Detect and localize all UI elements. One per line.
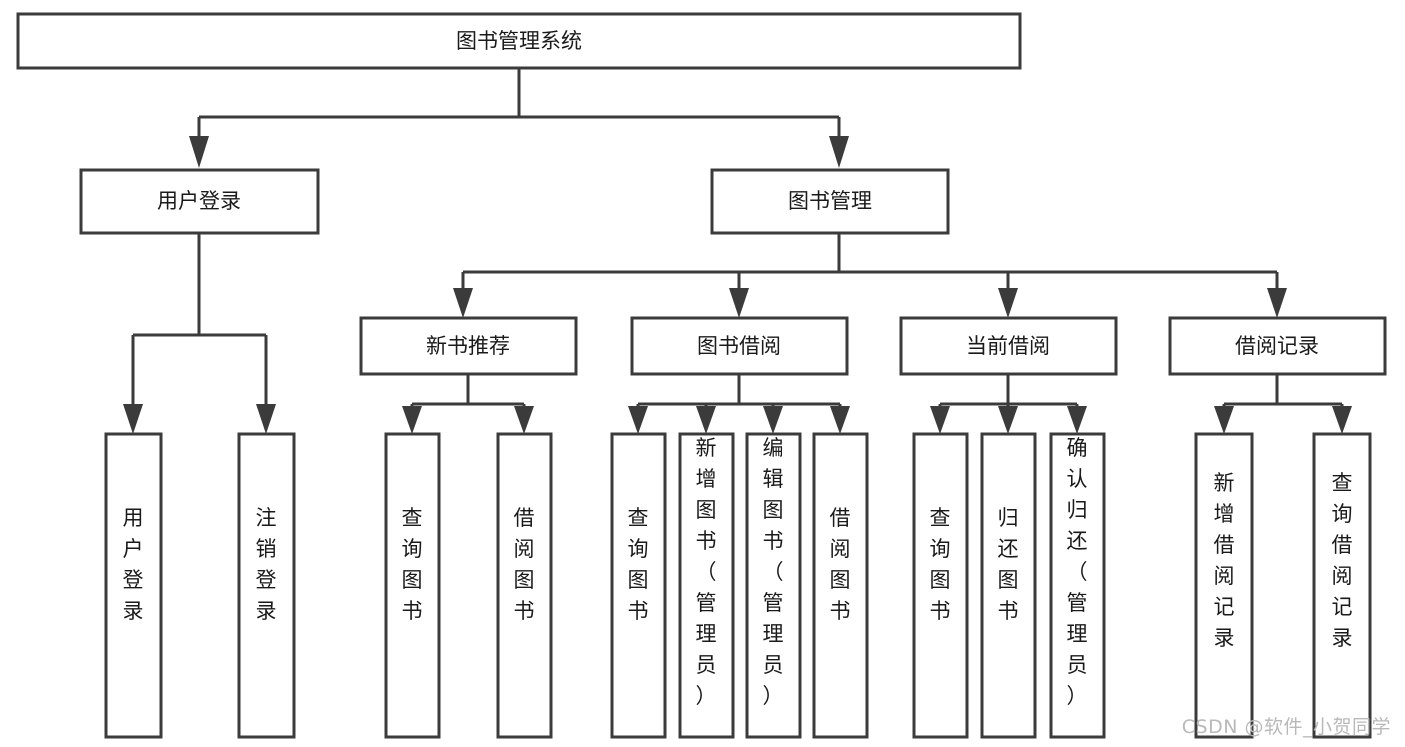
node-current-borrow-box[interactable] [899, 316, 1118, 376]
leaf-node-query-book-borrow-label: 查询图书 [628, 506, 649, 623]
arrow-book-mgmt-to-record [1267, 288, 1287, 318]
leaf-node-query-borrow-record-box[interactable] [1312, 432, 1372, 739]
leaf-node-query-book-borrow[interactable]: 查询图书 [610, 432, 667, 739]
leaf-node-user-login[interactable]: 用户登录 [104, 432, 163, 739]
arrow-root-to-book-mgmt [829, 136, 849, 168]
leaf-node-query-book-newbook-box[interactable] [384, 432, 441, 739]
leaf-node-add-borrow-record-box[interactable] [1194, 432, 1254, 739]
leaf-node-confirm-return-admin[interactable]: 确认归还（管理员） [1049, 432, 1106, 739]
arrow-book-mgmt-to-current [998, 288, 1018, 318]
node-book-borrow-label: 图书借阅 [697, 334, 781, 358]
arrow-book-mgmt-to-borrow [729, 288, 749, 318]
leaf-node-query-borrow-record-label: 查询借阅记录 [1332, 471, 1353, 650]
leaf-node-confirm-return-admin-box[interactable] [1049, 432, 1106, 739]
leaf-node-borrow-book-borrow[interactable]: 借阅图书 [812, 432, 869, 739]
leaf-node-borrow-book-newbook-box[interactable] [496, 432, 553, 739]
leaf-node-edit-book-admin[interactable]: 编辑图书（管理员） [745, 432, 802, 739]
leaf-node-query-book-current-box[interactable] [912, 432, 969, 739]
leaf-node-logout[interactable]: 注销登录 [237, 432, 296, 739]
arrow-borrow-to-leaf-3 [763, 406, 783, 434]
leaf-node-borrow-book-borrow-label: 借阅图书 [830, 506, 851, 623]
node-book-management-label: 图书管理 [788, 189, 872, 213]
leaf-node-logout-label: 注销登录 [256, 506, 277, 623]
leaf-node-user-login-label: 用户登录 [123, 506, 144, 623]
node-user-login[interactable]: 用户登录 [79, 168, 320, 235]
leaf-node-confirm-return-admin-label: 确认归还（管理员） [1067, 436, 1088, 708]
leaf-node-edit-book-admin-label: 编辑图书（管理员） [763, 436, 784, 708]
leaf-node-query-borrow-record[interactable]: 查询借阅记录 [1312, 432, 1372, 739]
leaf-node-add-book-admin-box[interactable] [678, 432, 735, 739]
leaf-node-query-book-current-label: 查询图书 [930, 506, 951, 623]
node-book-management-box[interactable] [710, 168, 950, 235]
leaf-node-query-book-current[interactable]: 查询图书 [912, 432, 969, 739]
leaf-node-add-book-admin-label: 新增图书（管理员） [696, 436, 717, 708]
leaf-node-user-login-box[interactable] [104, 432, 163, 739]
node-book-borrow[interactable]: 图书借阅 [630, 316, 849, 376]
arrow-record-to-leaf-1 [1214, 406, 1234, 434]
arrow-user-login-to-leaf-1 [123, 404, 143, 434]
leaf-node-borrow-book-borrow-box[interactable] [812, 432, 869, 739]
arrow-current-to-leaf-3 [1067, 406, 1087, 434]
arrow-user-login-to-leaf-2 [256, 404, 276, 434]
arrow-borrow-to-leaf-1 [628, 406, 648, 434]
leaf-node-add-borrow-record-label: 新增借阅记录 [1214, 471, 1235, 650]
node-root-system[interactable]: 图书管理系统 [16, 12, 1022, 70]
node-user-login-box[interactable] [79, 168, 320, 235]
node-borrow-record-label: 借阅记录 [1235, 334, 1319, 358]
node-root-system-label: 图书管理系统 [456, 29, 582, 53]
leaf-node-borrow-book-newbook[interactable]: 借阅图书 [496, 432, 553, 739]
node-book-borrow-box[interactable] [630, 316, 849, 376]
arrow-current-to-leaf-1 [930, 406, 950, 434]
node-current-borrow-label: 当前借阅 [966, 334, 1050, 358]
node-user-login-label: 用户登录 [157, 189, 241, 213]
leaf-node-add-book-admin[interactable]: 新增图书（管理员） [678, 432, 735, 739]
node-borrow-record-box[interactable] [1168, 316, 1387, 376]
node-new-book-recommend-label: 新书推荐 [426, 334, 510, 358]
leaf-node-logout-box[interactable] [237, 432, 296, 739]
csdn-watermark: CSDN @软件_小贺同学 [1181, 716, 1391, 738]
node-current-borrow[interactable]: 当前借阅 [899, 316, 1118, 376]
arrow-new-book-to-leaf-1 [402, 406, 422, 434]
arrow-record-to-leaf-2 [1332, 406, 1352, 434]
leaf-node-return-book[interactable]: 归还图书 [980, 432, 1037, 739]
node-root-system-box[interactable] [16, 12, 1022, 70]
leaf-node-edit-book-admin-box[interactable] [745, 432, 802, 739]
node-new-book-recommend[interactable]: 新书推荐 [359, 316, 578, 376]
leaf-node-return-book-box[interactable] [980, 432, 1037, 739]
arrow-book-mgmt-to-new-book [453, 288, 473, 318]
leaf-node-query-book-borrow-box[interactable] [610, 432, 667, 739]
node-new-book-recommend-box[interactable] [359, 316, 578, 376]
arrow-borrow-to-leaf-4 [830, 406, 850, 434]
leaf-node-query-book-newbook[interactable]: 查询图书 [384, 432, 441, 739]
leaf-node-return-book-label: 归还图书 [998, 506, 1019, 623]
node-borrow-record[interactable]: 借阅记录 [1168, 316, 1387, 376]
leaf-node-query-book-newbook-label: 查询图书 [402, 506, 423, 623]
arrow-borrow-to-leaf-2 [696, 406, 716, 434]
arrow-root-to-user-login [189, 136, 209, 168]
arrow-current-to-leaf-2 [998, 406, 1018, 434]
connector-layer [123, 68, 1352, 434]
leaf-node-add-borrow-record[interactable]: 新增借阅记录 [1194, 432, 1254, 739]
arrow-new-book-to-leaf-2 [514, 406, 534, 434]
node-book-management[interactable]: 图书管理 [710, 168, 950, 235]
leaf-node-borrow-book-newbook-label: 借阅图书 [514, 506, 535, 623]
